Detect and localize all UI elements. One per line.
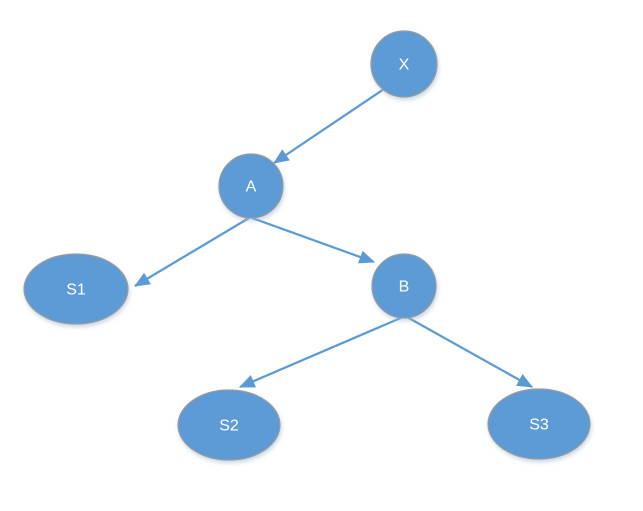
node-s2[interactable]: S2 <box>177 389 281 461</box>
node-s3[interactable]: S3 <box>487 388 591 460</box>
node-a[interactable]: A <box>218 153 284 219</box>
edge-x-to-a <box>273 88 385 164</box>
circle-shape[interactable] <box>370 30 438 98</box>
edge-b-to-s2 <box>238 315 404 389</box>
circle-shape[interactable] <box>218 153 284 219</box>
circle-shape[interactable] <box>371 253 437 319</box>
edge-a-to-s1 <box>134 217 250 287</box>
node-b[interactable]: B <box>371 253 437 319</box>
ellipse-shape[interactable] <box>487 388 591 460</box>
node-x[interactable]: X <box>370 30 438 98</box>
ellipse-shape[interactable] <box>177 389 281 461</box>
node-s1[interactable]: S1 <box>23 253 129 325</box>
edge-a-to-b <box>251 216 376 264</box>
edge-b-to-s3 <box>406 316 533 388</box>
ellipse-shape[interactable] <box>23 253 129 325</box>
